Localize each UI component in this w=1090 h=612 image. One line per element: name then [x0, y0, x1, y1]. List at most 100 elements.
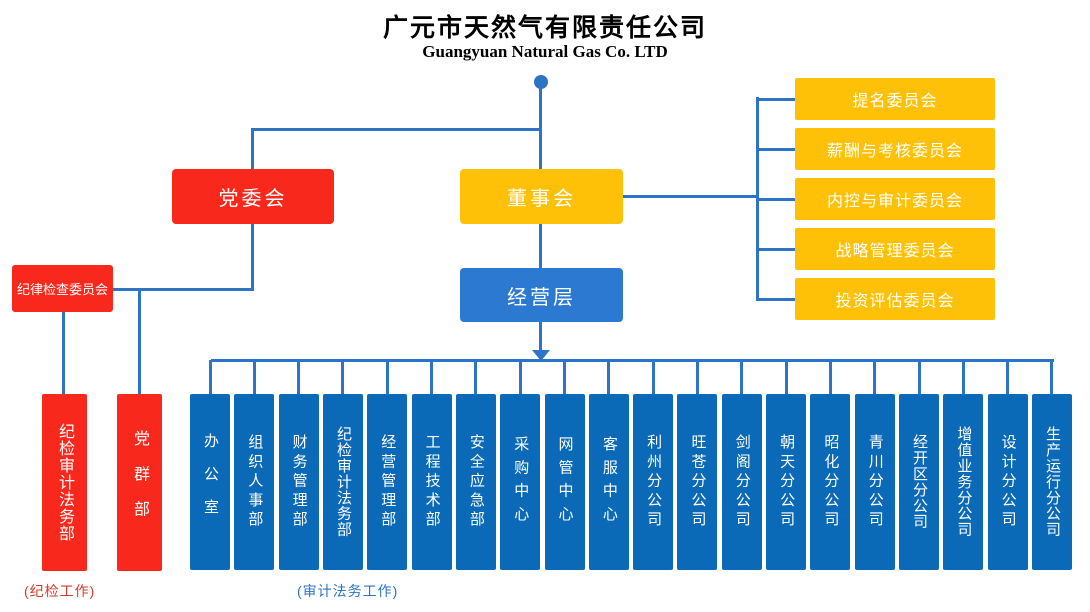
- connector-line: [784, 360, 788, 394]
- department-box: 朝天分公司: [766, 394, 807, 570]
- connector-line: [651, 360, 655, 394]
- connector-line: [62, 312, 65, 394]
- department-box: 客服中心: [588, 394, 629, 570]
- connector-line: [757, 198, 795, 201]
- department-box: 网管中心: [544, 394, 585, 570]
- department-box: 工程技术部: [411, 394, 452, 570]
- connector-line: [211, 359, 1054, 362]
- connector-line: [757, 298, 795, 301]
- board-box: 董事会: [460, 169, 623, 224]
- committee-box: 内控与审计委员会: [795, 178, 995, 220]
- department-box: 增值业务分公司: [943, 394, 984, 570]
- department-box-label: 增值业务分公司: [955, 426, 973, 538]
- connector-line: [251, 224, 254, 291]
- connector-line: [1006, 360, 1010, 394]
- committee-box: 薪酬与考核委员会: [795, 128, 995, 170]
- connector-line: [695, 360, 699, 394]
- connector-line: [208, 360, 212, 394]
- connector-line: [917, 360, 921, 394]
- connector-line: [607, 360, 611, 394]
- party-department-box-label: 纪检审计法务部: [56, 423, 73, 542]
- department-box: 旺苍分公司: [677, 394, 718, 570]
- connector-line: [341, 360, 345, 394]
- department-box: 办公室: [190, 394, 230, 570]
- arrow-down-icon: [532, 350, 550, 361]
- department-drop-slot: [190, 360, 230, 394]
- connector-line: [1050, 360, 1054, 394]
- department-box: 安全应急部: [455, 394, 496, 570]
- department-box: 经营管理部: [367, 394, 408, 570]
- party-department-box: 党群部: [117, 394, 162, 571]
- connector-line: [430, 360, 434, 394]
- department-box-label: 组织人事部: [246, 434, 264, 530]
- connector-line: [757, 248, 795, 251]
- department-box-label: 工程技术部: [423, 434, 441, 530]
- department-box-label: 客服中心: [600, 435, 618, 529]
- connector-line: [563, 360, 566, 394]
- connector-line: [961, 360, 965, 394]
- department-box-label: 纪检审计法务部: [334, 426, 352, 538]
- department-box: 纪检审计法务部: [322, 394, 363, 570]
- department-drop-slot: [1032, 360, 1072, 394]
- department-drop-slot: [367, 360, 407, 394]
- connector-line: [385, 360, 389, 394]
- department-box: 剑阁分公司: [721, 394, 762, 570]
- department-box-label: 设计分公司: [999, 434, 1017, 530]
- department-box-label: 采购中心: [512, 435, 530, 529]
- board-committee-list: 提名委员会薪酬与考核委员会内控与审计委员会战略管理委员会投资评估委员会: [795, 78, 995, 320]
- discipline-committee-box: 纪律检查委员会: [12, 265, 113, 312]
- department-drop-slot: [722, 360, 762, 394]
- department-box-label: 安全应急部: [467, 434, 485, 530]
- management-box: 经营层: [460, 268, 623, 322]
- discipline-note: (纪检工作): [24, 583, 96, 599]
- committee-box: 投资评估委员会: [795, 278, 995, 320]
- department-box-label: 生产运行分公司: [1043, 426, 1061, 538]
- department-box-label: 财务管理部: [290, 434, 308, 530]
- connector-line: [138, 288, 141, 394]
- connector-line: [113, 288, 254, 291]
- department-box-label: 经开区分公司: [911, 434, 928, 530]
- committee-box: 提名委员会: [795, 78, 995, 120]
- department-box-label: 旺苍分公司: [689, 434, 707, 530]
- department-drop-slot: [412, 360, 452, 394]
- department-box-label: 昭化分公司: [822, 434, 840, 530]
- audit-legal-note: (审计法务工作): [297, 583, 399, 599]
- department-list: 办公室组织人事部 财务管理部 纪检审计法务部经营管理部工程技术部 安全应急部 采购中心网…: [190, 394, 1072, 570]
- committee-box: 战略管理委员会: [795, 228, 995, 270]
- connector-line: [297, 360, 301, 394]
- department-box: 组织人事部: [234, 394, 275, 570]
- connector-line: [252, 360, 256, 394]
- party-department-box-label: 党群部: [131, 429, 148, 536]
- connector-line: [757, 148, 795, 151]
- connector-line: [828, 360, 832, 394]
- department-box-label: 利州分公司: [645, 434, 663, 530]
- connector-line: [539, 322, 542, 352]
- department-drop-slot: [456, 360, 496, 394]
- department-drop-slot: [633, 360, 673, 394]
- department-box: 经开区分公司: [899, 394, 939, 570]
- department-box: 生产运行分公司: [1031, 394, 1072, 570]
- connector-line: [740, 360, 744, 394]
- department-box: 利州分公司: [633, 394, 674, 570]
- party-committee-box: 党委会: [172, 169, 334, 224]
- connector-line: [757, 98, 795, 101]
- department-drop-slot: [677, 360, 717, 394]
- department-drop-slot: [234, 360, 274, 394]
- department-drop-lines: [190, 360, 1072, 394]
- department-drop-slot: [323, 360, 363, 394]
- department-box-label: 剑阁分公司: [733, 434, 751, 530]
- department-drop-slot: [500, 360, 540, 394]
- connector-line: [518, 360, 522, 394]
- department-drop-slot: [810, 360, 850, 394]
- department-box: 昭化分公司: [810, 394, 851, 570]
- department-drop-slot: [279, 360, 319, 394]
- page-title-block: 广元市天然气有限责任公司 Guangyuan Natural Gas Co. L…: [0, 14, 1090, 62]
- party-department-box: 纪检审计法务部: [42, 394, 87, 571]
- connector-line: [539, 82, 542, 169]
- department-box-label: 朝天分公司: [778, 434, 796, 530]
- connector-line: [251, 128, 254, 169]
- company-title-zh: 广元市天然气有限责任公司: [382, 14, 707, 42]
- connector-line: [873, 360, 877, 394]
- department-drop-slot: [545, 360, 585, 394]
- department-drop-slot: [855, 360, 895, 394]
